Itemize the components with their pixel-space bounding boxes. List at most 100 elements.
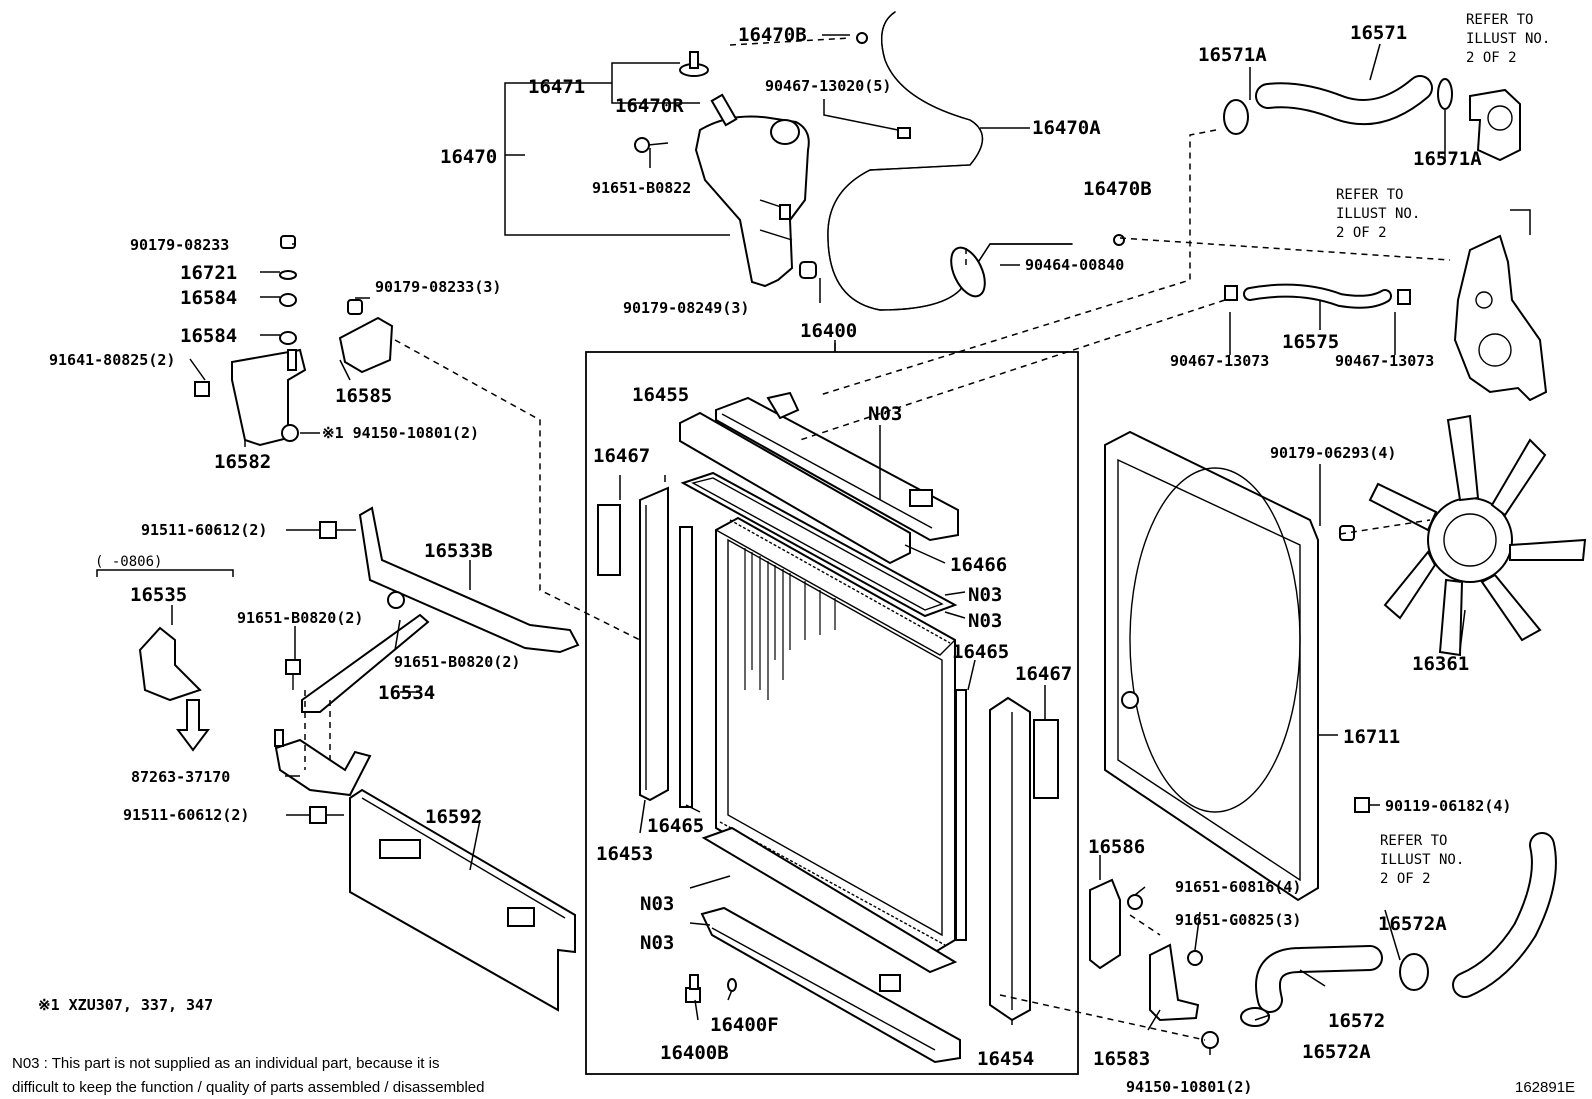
label-16721: 16721 xyxy=(180,262,237,284)
label-91651-B0822: 91651-B0822 xyxy=(592,179,691,197)
label-16583: 16583 xyxy=(1093,1048,1150,1070)
label-n03-4: N03 xyxy=(640,893,674,915)
label-16586: 16586 xyxy=(1088,836,1145,858)
label-16470: 16470 xyxy=(440,146,497,168)
label-91651-B0820-a: 91651-B0820(2) xyxy=(237,609,363,627)
reservoir-cap xyxy=(679,51,709,77)
label-16711: 16711 xyxy=(1343,726,1400,748)
water-pump-housing xyxy=(1453,234,1548,402)
label-91651-60816: 91651-60816(4) xyxy=(1175,878,1301,896)
side-seal-right xyxy=(955,689,967,941)
cushion-16584-a xyxy=(279,293,297,307)
clip-90467-13073-right xyxy=(1397,289,1411,305)
label-16465-right: 16465 xyxy=(952,641,1009,663)
leader-lines xyxy=(96,34,1531,1055)
refer-3-line3: 2 OF 2 xyxy=(1380,871,1431,887)
nut-90179-08233-b xyxy=(347,299,363,315)
bolt-91651-60816 xyxy=(1127,894,1143,910)
label-n03-2: N03 xyxy=(968,584,1002,606)
cooling-fan xyxy=(1368,414,1587,657)
bolt-91651-B0820-upper xyxy=(387,591,405,609)
refer-1-line3: 2 OF 2 xyxy=(1466,50,1517,66)
label-16400B: 16400B xyxy=(660,1042,729,1064)
hose-clamp-16572A-lower xyxy=(1240,1007,1270,1027)
hose-clamp-16571A-left xyxy=(1223,99,1249,135)
radiator-core xyxy=(715,516,956,954)
refer-1-line2: ILLUST NO. xyxy=(1466,31,1550,47)
bolt-91651-B0822 xyxy=(634,137,669,153)
label-16572A-top: 16572A xyxy=(1378,913,1447,935)
label-90467-13073-b: 90467-13073 xyxy=(1335,352,1434,370)
label-16585: 16585 xyxy=(335,385,392,407)
refer-2-line1: REFER TO xyxy=(1336,187,1403,203)
refer-2-line3: 2 OF 2 xyxy=(1336,225,1387,241)
clip-16470B-top xyxy=(856,32,868,44)
drain-cock xyxy=(685,974,737,1003)
support-16533B xyxy=(358,506,580,654)
label-16453: 16453 xyxy=(596,843,653,865)
washer-16721 xyxy=(279,270,297,280)
label-16571A-left: 16571A xyxy=(1198,44,1267,66)
label-90467-13073-a: 90467-13073 xyxy=(1170,352,1269,370)
bolt-90119-06182 xyxy=(1354,797,1370,813)
label-90179-08249: 90179-08249(3) xyxy=(623,299,749,317)
label-16400: 16400 xyxy=(800,320,857,342)
label-87263-37170: 87263-37170 xyxy=(131,768,230,786)
lower-shield-16592 xyxy=(349,788,576,1012)
label-n03-5: N03 xyxy=(640,932,674,954)
side-bracket-left xyxy=(639,486,669,802)
note-n03-line1: N03 : This part is not supplied as an in… xyxy=(12,1055,439,1072)
bypass-hose-16575 xyxy=(1243,283,1392,309)
label-90179-08233-b: 90179-08233(3) xyxy=(375,278,501,296)
bracket-16535 xyxy=(138,626,202,702)
label-16571A-right: 16571A xyxy=(1413,148,1482,170)
radiator-upper-tank xyxy=(715,391,959,542)
label-16466: 16466 xyxy=(950,554,1007,576)
seal-strip-16466 xyxy=(679,411,911,565)
bracket-16583 xyxy=(1149,943,1200,1022)
refer-2-line2: ILLUST NO. xyxy=(1336,206,1420,222)
label-91651-G0825: 91651-G0825(3) xyxy=(1175,911,1301,929)
lower-gasket xyxy=(701,826,958,974)
cushion-16584-b xyxy=(279,331,297,345)
refer-3-line1: REFER TO xyxy=(1380,833,1447,849)
label-16584-a: 16584 xyxy=(180,287,237,309)
label-16400F: 16400F xyxy=(710,1014,779,1036)
label-n03-3: N03 xyxy=(968,610,1002,632)
water-inlet-pipe xyxy=(1452,832,1557,998)
figure-id: 162891E xyxy=(1515,1079,1575,1096)
label-91511-60612-a: 91511-60612(2) xyxy=(141,521,267,539)
footnote-xzu: ※1 XZU307, 337, 347 xyxy=(38,996,213,1014)
reserve-tank xyxy=(694,93,810,288)
bolt-91641-80825 xyxy=(194,381,210,397)
label-90179-06293: 90179-06293(4) xyxy=(1270,444,1396,462)
lower-hose-16572 xyxy=(1255,945,1383,1013)
clip-90467-13020 xyxy=(897,127,911,139)
label-16575: 16575 xyxy=(1282,331,1339,353)
label-16470B-top: 16470B xyxy=(738,24,807,46)
label-16471: 16471 xyxy=(528,76,585,98)
radiator-assembly-frame xyxy=(585,351,1079,1075)
upper-gasket xyxy=(680,471,958,618)
label-91651-B0820-b: 91651-B0820(2) xyxy=(394,653,520,671)
label-16470R: 16470R xyxy=(615,95,684,117)
nut-94150-10801-left xyxy=(281,424,299,442)
clip-90467-13073-left xyxy=(1224,285,1238,301)
label-90467-13020: 90467-13020(5) xyxy=(765,77,891,95)
label-90464-00840: 90464-00840 xyxy=(1025,256,1124,274)
label-16455: 16455 xyxy=(632,384,689,406)
label-16582: 16582 xyxy=(214,451,271,473)
label-16533B: 16533B xyxy=(424,540,493,562)
note-n03-line2: difficult to keep the function / quality… xyxy=(12,1079,485,1096)
fan-shroud xyxy=(1104,430,1319,902)
label-n03-1: N03 xyxy=(868,403,902,425)
label-16470B-mid: 16470B xyxy=(1083,178,1152,200)
label-16572A-bottom: 16572A xyxy=(1302,1041,1371,1063)
bolt-91511-60612-top xyxy=(319,521,356,539)
label-16535: 16535 xyxy=(130,584,187,606)
band-90464-00840 xyxy=(950,246,986,298)
hose-clamp-16572A-upper xyxy=(1399,953,1429,991)
bolt-91651-G0825 xyxy=(1187,950,1203,966)
label-90179-08233-a: 90179-08233 xyxy=(130,236,229,254)
bracket-87263-37170 xyxy=(274,738,372,797)
